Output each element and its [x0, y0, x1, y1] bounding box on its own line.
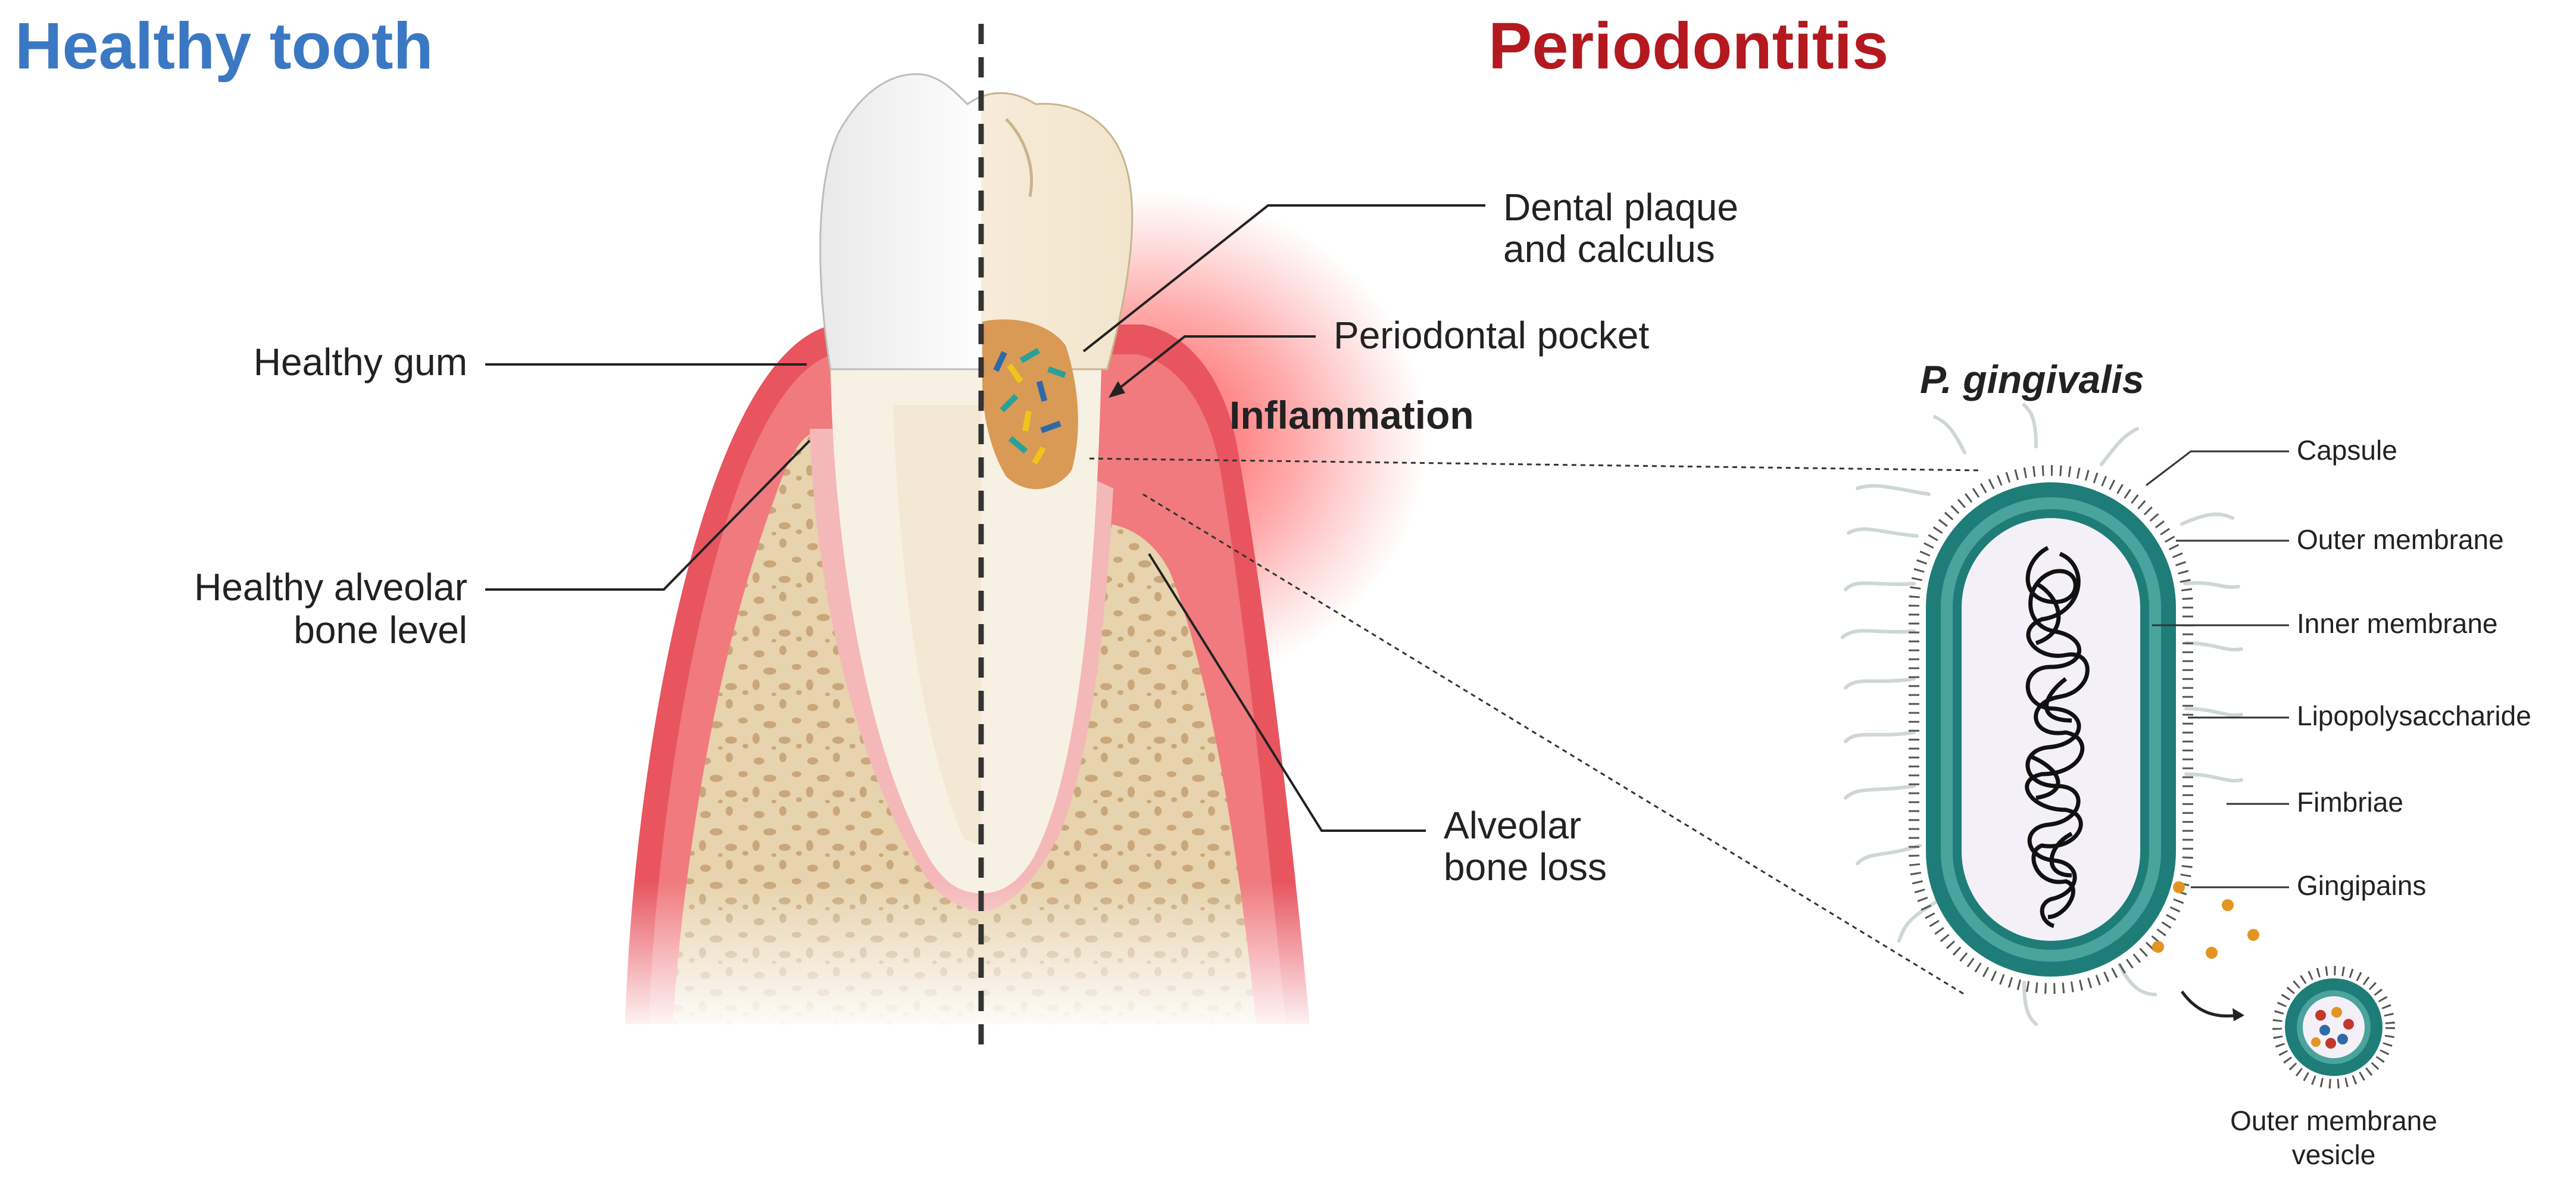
bacterium — [1841, 403, 2259, 1026]
leader-healthy-bone — [485, 439, 811, 591]
fimbriae — [1841, 403, 2243, 1026]
tooth-illustration — [595, 73, 1429, 1036]
label-pocket: Periodontal pocket — [1334, 314, 1649, 357]
label-inflammation: Inflammation — [1229, 393, 1474, 437]
tooth-crown-diseased — [981, 92, 1134, 370]
label-gingipains: Gingipains — [2297, 870, 2426, 901]
label-healthy-gum: Healthy gum — [254, 341, 467, 383]
leader-pocket — [1112, 335, 1316, 394]
label-bone-loss-1: Alveolar — [1444, 804, 1581, 847]
dental-plaque — [982, 319, 1078, 489]
leader-bone-loss — [1148, 553, 1426, 832]
label-plaque-2: and calculus — [1503, 227, 1715, 270]
label-vesicle-2: vesicle — [2292, 1139, 2376, 1170]
label-healthy-bone-1: Healthy alveolar — [194, 566, 467, 609]
leader-plaque — [1082, 204, 1485, 353]
leader-capsule — [2146, 450, 2289, 487]
tooth-crown-healthy — [819, 73, 981, 370]
label-outer-membrane: Outer membrane — [2297, 524, 2504, 555]
lps-layer — [1909, 465, 2193, 994]
vesicle-arrow — [2180, 990, 2239, 1018]
periodontitis-title: Periodontitis — [1488, 10, 1888, 83]
outer-membrane-vesicle — [2272, 966, 2395, 1089]
label-vesicle-1: Outer membrane — [2230, 1105, 2437, 1136]
label-inner-membrane: Inner membrane — [2297, 608, 2498, 639]
label-lps: Lipopolysaccharide — [2297, 700, 2531, 731]
label-plaque-1: Dental plaque — [1503, 186, 1738, 229]
pocket-arrowhead — [1109, 381, 1125, 398]
label-bone-loss-2: bone loss — [1444, 846, 1607, 888]
cytoplasm — [1962, 518, 2140, 941]
label-fimbriae: Fimbriae — [2297, 787, 2403, 818]
zoom-line-top — [1089, 457, 1983, 472]
gingipains — [2152, 881, 2259, 959]
dna-nucleoid — [2025, 545, 2090, 928]
label-capsule: Capsule — [2297, 435, 2397, 466]
healthy-tooth-title: Healthy tooth — [15, 10, 433, 83]
label-healthy-bone-2: bone level — [293, 609, 467, 651]
label-p-gingivalis: P. gingivalis — [1920, 357, 2144, 401]
